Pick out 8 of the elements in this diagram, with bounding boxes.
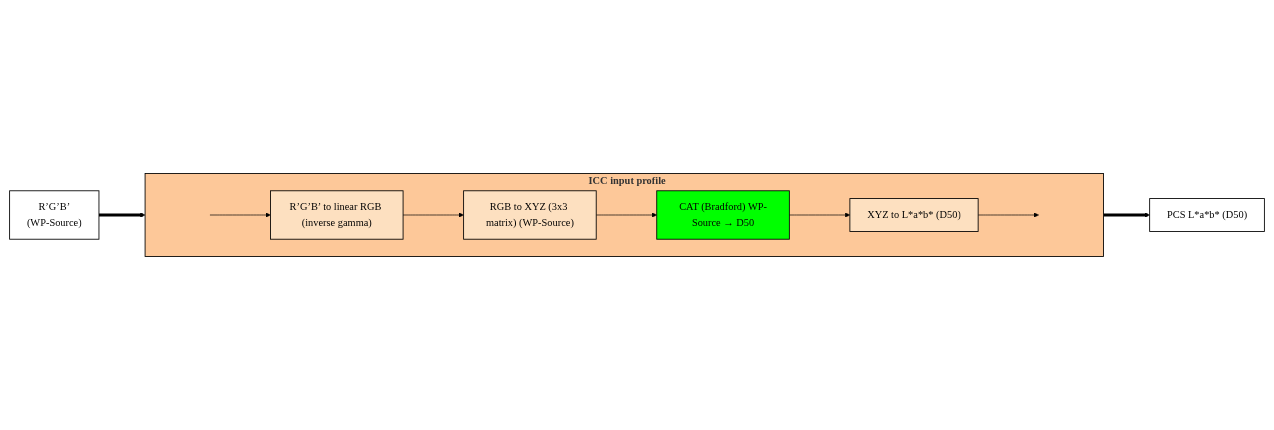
node-box: R’G’B’ (WP-Source) (9, 190, 100, 240)
node-box: R’G’B’ to linear RGB (inverse gamma) (270, 190, 404, 240)
node-box: CAT (Bradford) WP-Source → D50 (656, 190, 790, 240)
arrow (1103, 212, 1150, 218)
node-box: XYZ to L*a*b* (D50) (849, 198, 979, 232)
node-box: RGB to XYZ (3x3 matrix) (WP-Source) (463, 190, 597, 240)
node-box: PCS L*a*b* (D50) (1149, 198, 1265, 232)
arrow (98, 212, 146, 218)
